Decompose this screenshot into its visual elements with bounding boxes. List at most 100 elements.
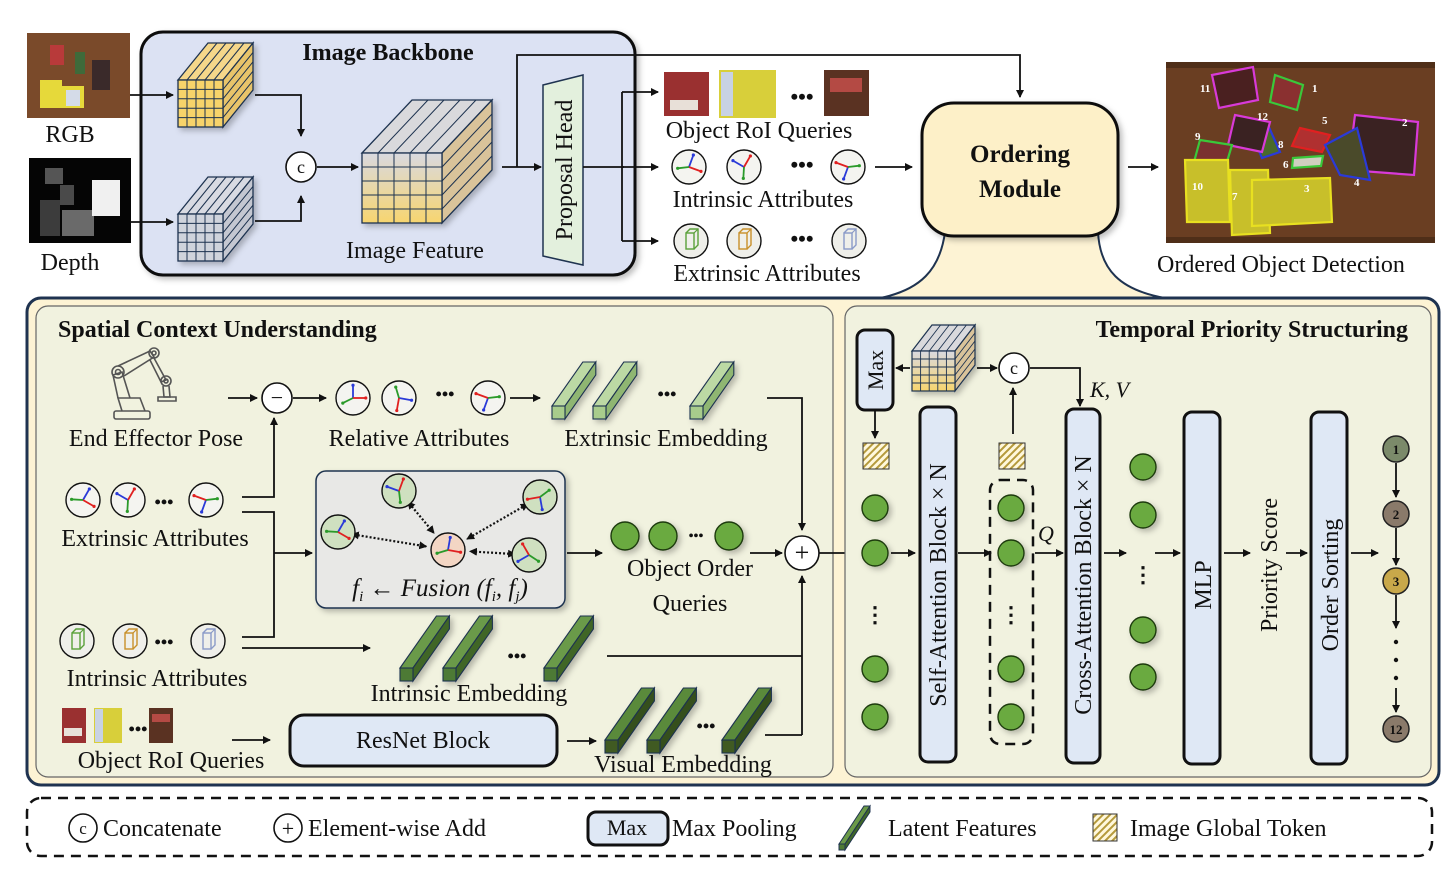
image-feature-cube: [360, 98, 494, 225]
pose-axes-icon: [65, 482, 101, 518]
latent-feature-bar: [603, 686, 656, 755]
extrinsic-embedding-label: Extrinsic Embedding: [564, 426, 767, 452]
concat-symbol: c: [297, 157, 305, 177]
bounding-box-icon: [190, 623, 226, 659]
pose-axes-icon: [381, 473, 417, 509]
legend-global-token-icon: [1092, 813, 1118, 842]
pose-axes-icon: [830, 149, 866, 185]
ordered-detection-image: 11 1 2 3 4 5 6 7 8 9 10 12: [1166, 62, 1435, 243]
self-attention-block: [918, 405, 958, 764]
depth-label: Depth: [41, 250, 100, 276]
query-token: [861, 539, 889, 567]
bounding-box-icon: [59, 623, 95, 659]
ordering-module: [920, 101, 1120, 238]
relative-attributes-label: Relative Attributes: [329, 426, 510, 452]
cross-attention-label: Cross-Attention Block × N: [1071, 455, 1097, 715]
bounding-box-icon: [831, 223, 867, 259]
query-token: [1129, 453, 1157, 481]
max-label: Max: [863, 350, 888, 390]
robot-arm-icon: [111, 347, 177, 420]
intrinsic-attr-ellipsis: •••: [155, 632, 174, 652]
ordering-module-flare: [880, 232, 1165, 298]
object-order-queries: [610, 521, 744, 551]
pose-axes-icon: [430, 532, 466, 568]
pose-axes-icon: [335, 380, 371, 416]
end-effector-pose-label: End Effector Pose: [69, 426, 243, 452]
query-token: [861, 494, 889, 522]
legend-box: [25, 796, 1434, 858]
extrinsic-attributes-label: Extrinsic Attributes: [61, 526, 248, 552]
legend-latent-feature-icon: [838, 804, 871, 852]
intrinsic-ellipsis: •••: [790, 152, 813, 177]
pose-axes-icon: [726, 149, 762, 185]
minus-symbol: −: [271, 385, 283, 410]
depth-input-image: [29, 158, 131, 243]
query-token: [997, 655, 1025, 683]
fusion-edge: [468, 547, 517, 558]
rgb-feature-cube: [176, 41, 255, 129]
query-group-dashed: [988, 478, 1035, 746]
concat-node: [998, 352, 1030, 384]
latent-feature-bar: [645, 686, 698, 755]
pose-axes-icon: [470, 380, 506, 416]
spatial-context-title: Spatial Context Understanding: [58, 317, 377, 343]
svg-text:12: 12: [1390, 722, 1403, 737]
priority-score-label: Priority Score: [1257, 498, 1283, 632]
order-sorting-block: [1309, 410, 1349, 766]
box-number: 2: [1402, 117, 1408, 129]
temporal-priority-panel: [844, 305, 1432, 778]
column-ellipsis: ⋮: [1000, 602, 1022, 627]
query-token: [861, 703, 889, 731]
intrinsic-embedding-ellipsis: •••: [508, 646, 527, 666]
legend-max-symbol: Max: [607, 815, 647, 840]
latent-feature-bar: [720, 686, 773, 755]
latent-feature-bar: [542, 614, 595, 683]
roi-thumbnail: [149, 708, 173, 743]
extrinsic-embedding-ellipsis: •••: [658, 384, 677, 404]
box-number: 3: [1304, 183, 1310, 195]
fusion-edge: [350, 531, 428, 550]
intrinsic-embedding-label: Intrinsic Embedding: [371, 681, 568, 707]
roi-thumbnail: [824, 70, 869, 116]
image-feature-cube-small: [910, 323, 977, 393]
latent-feature-bar: [591, 360, 638, 421]
svg-text:3: 3: [1393, 574, 1400, 589]
pose-axes-icon: [188, 482, 224, 518]
fusion-edge: [407, 501, 435, 534]
pose-axes-icon: [511, 537, 547, 573]
latent-feature-bar: [398, 614, 451, 683]
ordered-object-node: 12: [1382, 715, 1410, 743]
relative-ellipsis: •••: [436, 384, 455, 404]
extrinsic-attr-ellipsis: •••: [155, 492, 174, 512]
legend-add-symbol: +: [282, 816, 294, 841]
object-roi-queries-label: Object RoI Queries: [78, 748, 265, 774]
svg-text:1: 1: [1393, 442, 1400, 457]
query-token: [997, 539, 1025, 567]
legend-global-token-label: Image Global Token: [1130, 816, 1327, 842]
order-queries-line1: Object Order: [627, 556, 753, 582]
query-token: [997, 703, 1025, 731]
visual-embedding-ellipsis: •••: [697, 716, 716, 736]
bounding-box-icon: [673, 223, 709, 259]
box-number: 1: [1312, 83, 1318, 95]
ordered-object-node: 2: [1382, 500, 1410, 528]
roi-thumbnail: [62, 708, 86, 743]
visual-embedding-label: Visual Embedding: [594, 752, 772, 778]
order-query-token: [610, 521, 640, 551]
column-ellipsis: ⋮: [1132, 562, 1154, 587]
intrinsic-attributes-label: Intrinsic Attributes: [673, 187, 854, 213]
resnet-block-label: ResNet Block: [356, 728, 490, 754]
box-number: 7: [1232, 191, 1238, 203]
legend-max-label: Max Pooling: [672, 816, 797, 842]
resnet-block: [288, 713, 559, 768]
subtract-node: [261, 382, 293, 414]
svg-text:2: 2: [1393, 507, 1400, 522]
legend-latent-label: Latent Features: [888, 816, 1037, 842]
legend-add-label: Element-wise Add: [308, 816, 486, 842]
box-number: 11: [1200, 83, 1210, 95]
query-token: [1129, 616, 1157, 644]
roi-small-ellipsis: •••: [129, 719, 148, 739]
rgb-label: RGB: [45, 122, 94, 148]
proposal-head-label: Proposal Head: [552, 100, 578, 241]
rgb-input-image: [27, 33, 130, 118]
